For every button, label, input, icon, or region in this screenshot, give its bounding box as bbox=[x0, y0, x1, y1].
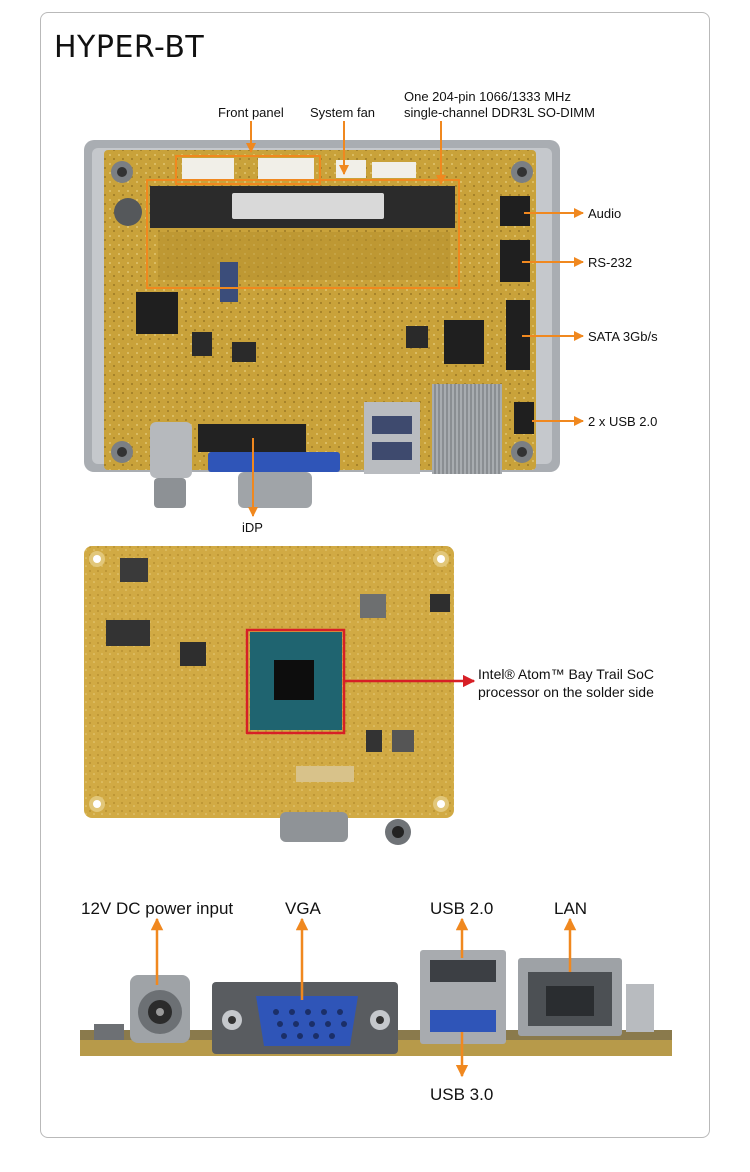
soc-label-line2: processor on the solder side bbox=[478, 684, 654, 700]
io-panel-board bbox=[80, 950, 672, 1056]
vga-label: VGA bbox=[285, 899, 321, 918]
top-board-pcb bbox=[104, 150, 536, 508]
soc-callout bbox=[245, 628, 476, 735]
rs232-label: RS-232 bbox=[588, 255, 633, 270]
soc-label-line1: Intel® Atom™ Bay Trail SoC bbox=[478, 666, 655, 682]
sodimm-label-line2: single-channel DDR3L SO-DIMM bbox=[404, 105, 595, 120]
io-callouts bbox=[150, 917, 577, 1078]
system-fan-label: System fan bbox=[310, 105, 376, 120]
front-panel-label: Front panel bbox=[218, 105, 284, 120]
usb2x-label: 2 x USB 2.0 bbox=[588, 414, 658, 429]
lan-label: LAN bbox=[554, 899, 588, 918]
sodimm-label-line1: One 204-pin 1066/1333 MHz bbox=[404, 89, 571, 104]
top-view-callouts bbox=[146, 121, 584, 517]
usb30-label: USB 3.0 bbox=[430, 1085, 494, 1104]
usb20-label: USB 2.0 bbox=[430, 899, 494, 918]
dc-input-label: 12V DC power input bbox=[81, 899, 234, 918]
audio-label: Audio bbox=[588, 206, 622, 221]
idp-label: iDP bbox=[242, 520, 263, 535]
page-title: HYPER-BT bbox=[54, 30, 205, 65]
bottom-board-pcb bbox=[84, 546, 454, 845]
sata-label: SATA 3Gb/s bbox=[588, 329, 658, 344]
